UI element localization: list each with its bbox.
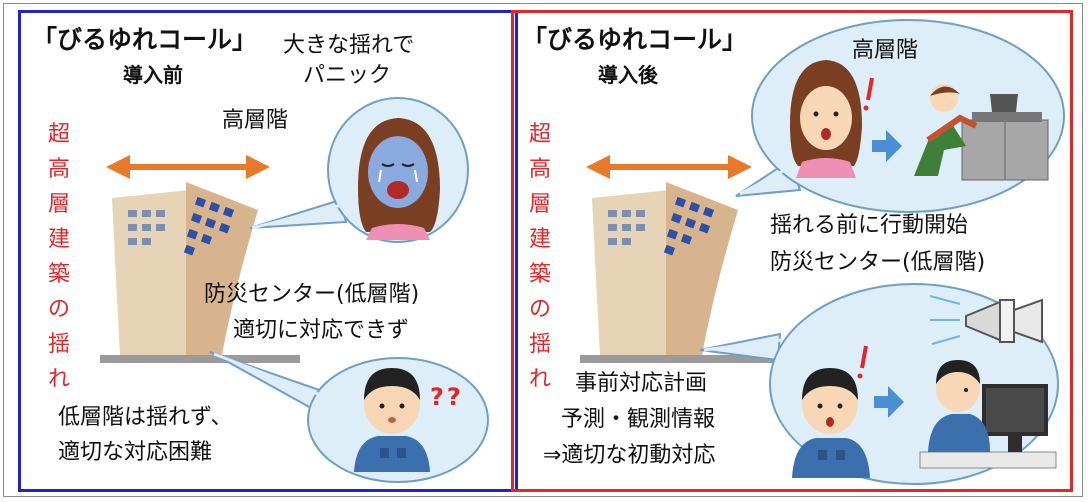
alerted-staff-icon [792, 345, 870, 478]
after-plan-line3: ⇒適切な初動対応 [543, 443, 716, 468]
speech-bubble-lower-before [209, 351, 489, 483]
before-reaction-line1: 大きな揺れで [283, 33, 415, 58]
panel-before [18, 10, 518, 492]
before-title: 「びるゆれコール」 [32, 25, 258, 54]
confused-staff-icon [354, 368, 430, 472]
before-center-line2: 適切に対応できず [233, 318, 410, 343]
before-subtitle: 導入前 [123, 63, 183, 87]
swaying-building-before [100, 182, 300, 363]
after-action-start: 揺れる前に行動開始 [770, 213, 969, 238]
panel-after [511, 10, 1073, 492]
staff-at-computer-icon [919, 360, 1057, 469]
flow-arrow-icon [874, 386, 904, 418]
before-reaction-line2: パニック [303, 63, 392, 88]
before-upper-floor-label: 高層階 [222, 108, 289, 133]
swaying-building-after [580, 182, 780, 363]
before-lower-note-line2: 適切な対応困難 [58, 440, 213, 465]
flow-arrow-icon [872, 130, 902, 162]
after-plan-line1: 事前対応計画 [575, 371, 708, 396]
megaphone-icon [929, 295, 1043, 345]
alerted-woman-icon [790, 60, 874, 178]
after-subtitle: 導入後 [598, 63, 658, 87]
after-plan-line2: 予測・観測情報 [561, 407, 716, 432]
after-title: 「びるゆれコール」 [522, 25, 748, 54]
before-vertical-label: 超高層建築の揺れ [47, 122, 70, 392]
before-center-line1: 防災センター(低層階) [204, 282, 420, 307]
woman-turning-off-stove-icon [914, 84, 1049, 181]
outer-frame [3, 3, 1083, 497]
panicked-woman-icon [358, 118, 440, 240]
after-vertical-label: 超高層建築の揺れ [528, 122, 551, 392]
before-lower-note-line1: 低層階は揺れず、 [58, 405, 233, 430]
after-upper-floor-label: 高層階 [852, 38, 919, 63]
question-marks: ?? [430, 383, 464, 411]
after-center-label: 防災センター(低層階) [770, 250, 986, 275]
